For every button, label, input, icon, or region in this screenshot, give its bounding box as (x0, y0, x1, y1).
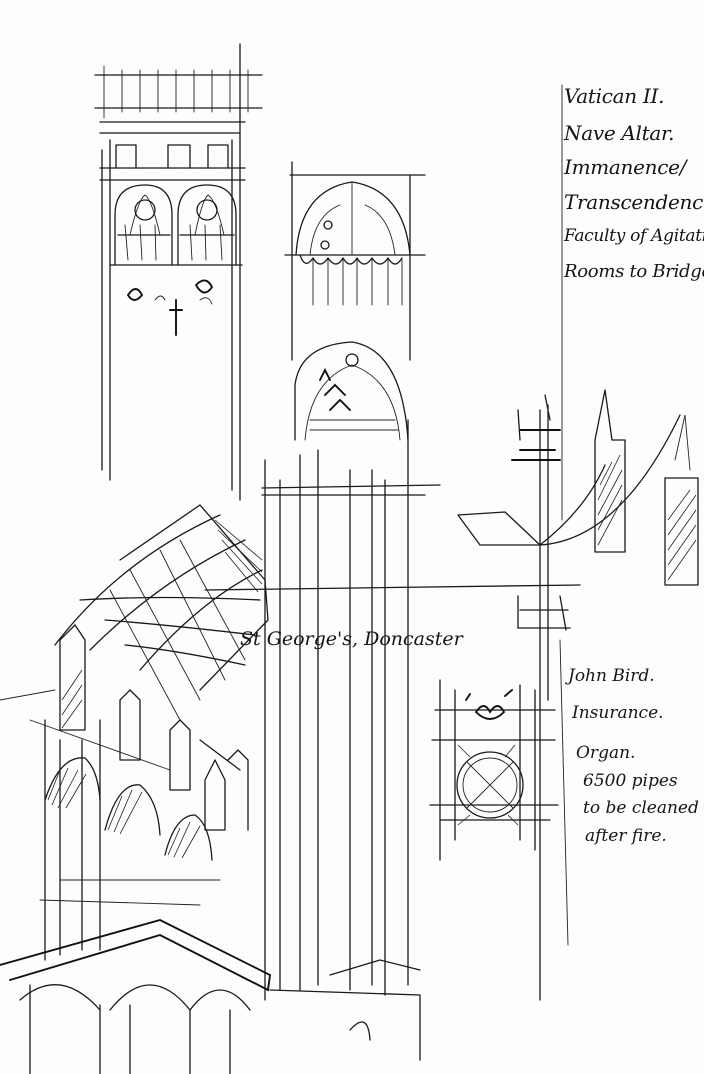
note-john-bird: John Bird. (568, 666, 655, 686)
pinnacle-sections (457, 389, 699, 1001)
note-rooms: Rooms to Bridge (564, 261, 704, 282)
guide-lines (559, 84, 569, 946)
note-nave-altar: Nave Altar. (564, 121, 675, 145)
note-faculty: Faculty of Agitation (564, 226, 704, 246)
note-pipes: 6500 pipes (583, 771, 678, 791)
note-insurance: Insurance. (572, 703, 664, 723)
note-after-fire: after fire. (585, 826, 667, 846)
note-cleaned: to be cleaned (583, 798, 699, 818)
horizon-line (204, 584, 581, 591)
tower-belfry-arches (261, 161, 441, 1001)
note-transcendence: Transcendence (564, 190, 704, 214)
vault-perspective (0, 504, 421, 1074)
sketch-caption: St George's, Doncaster (240, 628, 463, 650)
note-organ: Organ. (576, 743, 636, 763)
note-vatican-ii: Vatican II. (564, 84, 665, 108)
note-immanence: Immanence/ (564, 155, 687, 179)
tower-parapet-elevation (94, 43, 263, 501)
rose-window-detail (429, 679, 559, 861)
